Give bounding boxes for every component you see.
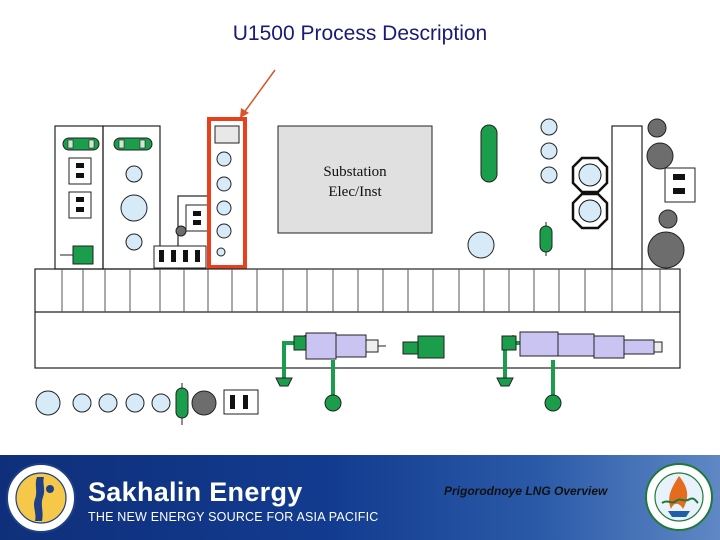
panel-3 [185,204,209,232]
panel-4 [153,245,207,269]
vessel-circle-12 [151,393,171,413]
brand-name: Sakhalin Energy [88,477,303,507]
vertical-vessel-1 [480,124,498,183]
octagon-tank-1 [571,156,609,194]
vessel-circle-4 [540,118,558,136]
footer-banner: Sakhalin Energy THE NEW ENERGY SOURCE FO… [0,455,720,540]
horizontal-tank-2 [113,137,153,151]
building-right [611,125,643,270]
vessel-circle-1 [125,165,143,183]
vessel-circle-8 [35,390,61,416]
grey-vessel-1 [175,225,187,237]
highlighted-column [207,117,247,269]
grey-vessel-5 [647,231,685,269]
grey-vessel-2 [647,118,667,138]
vessel-circle-2 [120,194,148,222]
grey-vessel-6 [191,390,217,416]
panel-6 [223,389,259,415]
grey-vessel-3 [646,142,674,170]
sakhalin-emblem-logo [6,463,76,533]
vessel-circle-9 [72,393,92,413]
octagon-tank-2 [571,192,609,230]
vessel-circle-6 [540,166,558,184]
substation-label: Substation Elec/Inst [278,162,432,202]
prigorodnoye-emblem-logo [645,463,713,531]
vertical-vessel-2 [539,222,553,256]
substation-building [277,125,433,234]
substation-label-line1: Substation [323,164,387,180]
slide-title: U1500 Process Description [232,22,488,45]
vertical-vessel-3 [175,383,189,425]
process-diagram [34,69,696,425]
grey-vessel-4 [658,209,678,229]
substation-label-line2: Elec/Inst [328,184,382,200]
pointer-arrow [240,69,276,118]
vessel-circle-3 [125,233,143,251]
pump-left [60,245,94,265]
presentation-title: Prigorodnoye LNG Overview [444,484,608,498]
horizontal-tank-1 [62,137,100,151]
compressor-train-1 [275,332,445,412]
brand-tagline: THE NEW ENERGY SOURCE FOR ASIA PACIFIC [88,510,379,524]
vessel-circle-11 [125,393,145,413]
vessel-circle-10 [98,393,118,413]
vessel-circle-5 [540,142,558,160]
panel-5 [664,167,696,203]
compressor-train-2 [496,331,663,412]
panel-2 [68,191,92,219]
panel-1 [68,157,92,185]
vessel-circle-7 [467,231,495,259]
